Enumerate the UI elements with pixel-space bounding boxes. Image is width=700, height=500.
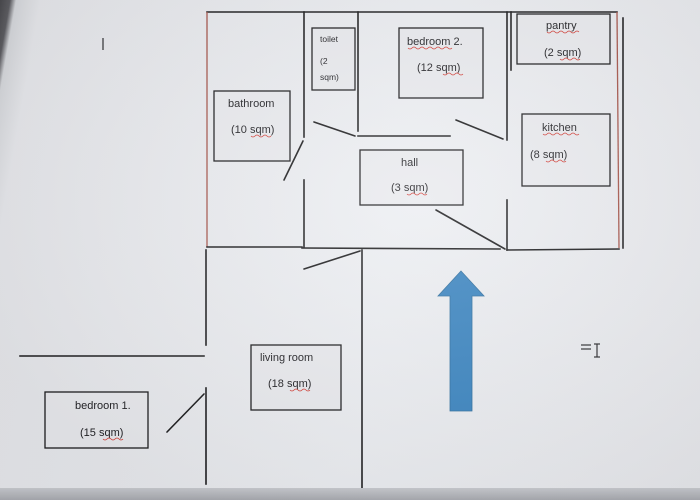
room-toilet: toilet (2 sqm)	[311, 27, 356, 91]
hall-area: (3 sqm)	[391, 182, 428, 194]
bedroom-1-name: bedroom 1.	[75, 400, 131, 412]
bathroom-area: (10 sqm)	[231, 124, 274, 136]
door-swings	[166, 119, 506, 433]
lower-block-walls	[19, 249, 363, 491]
text-cursor-icon	[581, 343, 600, 358]
room-bedroom-1: bedroom 1. (15 sqm)	[44, 391, 149, 449]
kitchen-name: kitchen	[542, 122, 577, 134]
kitchen-area: (8 sqm)	[530, 149, 567, 161]
room-living-room: living room (18 sqm)	[250, 344, 342, 411]
room-bedroom-2: bedroom 2. (12 sqm)	[398, 27, 484, 99]
arrow-up-icon	[437, 270, 485, 412]
hall-name: hall	[401, 157, 418, 169]
bedroom-1-area: (15 sqm)	[80, 427, 123, 439]
toilet-name: toilet	[320, 34, 339, 44]
living-room-area: (18 sqm)	[268, 378, 311, 390]
bathroom-name: bathroom	[228, 98, 274, 110]
room-kitchen: kitchen (8 sqm)	[521, 113, 611, 187]
upper-block-walls	[206, 11, 624, 251]
bedroom-2-area: (12 sqm)	[417, 62, 460, 74]
toilet-area-unit: sqm)	[320, 72, 339, 82]
room-bathroom: bathroom (10 sqm)	[213, 90, 291, 162]
toilet-area: (2	[320, 56, 328, 66]
room-hall: hall (3 sqm)	[359, 149, 464, 206]
monitor-bezel	[0, 488, 700, 500]
living-room-name: living room	[260, 352, 313, 364]
bedroom-2-name: bedroom 2.	[407, 36, 463, 48]
pantry-area: (2 sqm)	[544, 47, 581, 59]
pantry-name: pantry	[546, 20, 577, 32]
room-pantry: pantry (2 sqm)	[516, 13, 611, 65]
